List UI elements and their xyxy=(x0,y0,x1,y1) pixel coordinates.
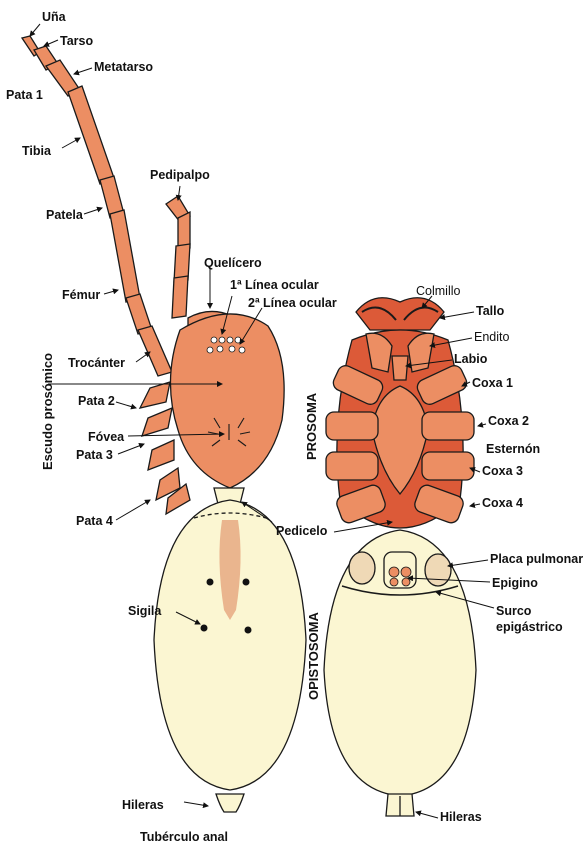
label-trocanter: Trocánter xyxy=(68,356,125,370)
dorsal-view xyxy=(22,36,306,812)
label-quelicero: Quelícero xyxy=(204,256,262,270)
coxa-2-left xyxy=(326,412,378,440)
label-tuberculo-anal: Tubérculo anal xyxy=(140,830,228,844)
label-coxa-3: Coxa 3 xyxy=(482,464,523,478)
label-tallo: Tallo xyxy=(476,304,504,318)
label-pata-1: Pata 1 xyxy=(6,88,43,102)
label-femur: Fémur xyxy=(62,288,100,302)
label-epigino: Epigino xyxy=(492,576,538,590)
label-epigastrico: epigástrico xyxy=(496,620,563,634)
label-esternon: Esternón xyxy=(486,442,540,456)
label-linea-ocular-2: 2ª Línea ocular xyxy=(248,296,337,310)
ventral-view xyxy=(324,298,476,816)
pedipalp xyxy=(166,196,190,318)
label-coxa-2: Coxa 2 xyxy=(488,414,529,428)
label-surco: Surco xyxy=(496,604,531,618)
label-hileras-ventral: Hileras xyxy=(440,810,482,824)
chelicerae-ventral xyxy=(356,298,444,330)
label-opistosoma: OPISTOSOMA xyxy=(306,612,321,700)
label-pata-2: Pata 2 xyxy=(78,394,115,408)
leg2-stub xyxy=(140,382,170,408)
label-pedipalpo: Pedipalpo xyxy=(150,168,210,182)
label-pata-4: Pata 4 xyxy=(76,514,113,528)
leg2-stub-b xyxy=(142,408,172,436)
book-lung-right xyxy=(425,554,451,586)
label-una: Uña xyxy=(42,10,66,24)
spinnerets-dorsal xyxy=(216,794,244,812)
labium xyxy=(392,356,408,380)
label-fovea: Fóvea xyxy=(88,430,124,444)
label-colmillo: Colmillo xyxy=(416,284,460,298)
label-tarso: Tarso xyxy=(60,34,93,48)
label-escudo-prosomico: Escudo prosómico xyxy=(40,353,55,470)
label-pata-3: Pata 3 xyxy=(76,448,113,462)
label-sigila: Sigila xyxy=(128,604,161,618)
label-patela: Patela xyxy=(46,208,83,222)
coxa-2-right xyxy=(422,412,474,440)
book-lung-left xyxy=(349,552,375,584)
coxa-3-right xyxy=(422,452,474,480)
label-coxa-1: Coxa 1 xyxy=(472,376,513,390)
label-metatarso: Metatarso xyxy=(94,60,153,74)
leg1-femur xyxy=(110,210,140,302)
label-endito: Endito xyxy=(474,330,509,344)
leg3-stub xyxy=(148,440,174,470)
label-coxa-4: Coxa 4 xyxy=(482,496,523,510)
leg-1 xyxy=(22,36,172,376)
label-linea-ocular-1: 1ª Línea ocular xyxy=(230,278,319,292)
label-placa-pulmonar: Placa pulmonar xyxy=(490,552,583,566)
leg1-tibia xyxy=(68,86,114,184)
label-pedicelo: Pedicelo xyxy=(276,524,327,538)
leg1-coxa xyxy=(138,326,172,376)
label-tibia: Tibia xyxy=(22,144,51,158)
epigyne xyxy=(384,552,416,588)
label-prosoma: PROSOMA xyxy=(304,393,319,460)
label-labio: Labio xyxy=(454,352,487,366)
coxa-3-left xyxy=(326,452,378,480)
label-hileras-dorsal: Hileras xyxy=(122,798,164,812)
